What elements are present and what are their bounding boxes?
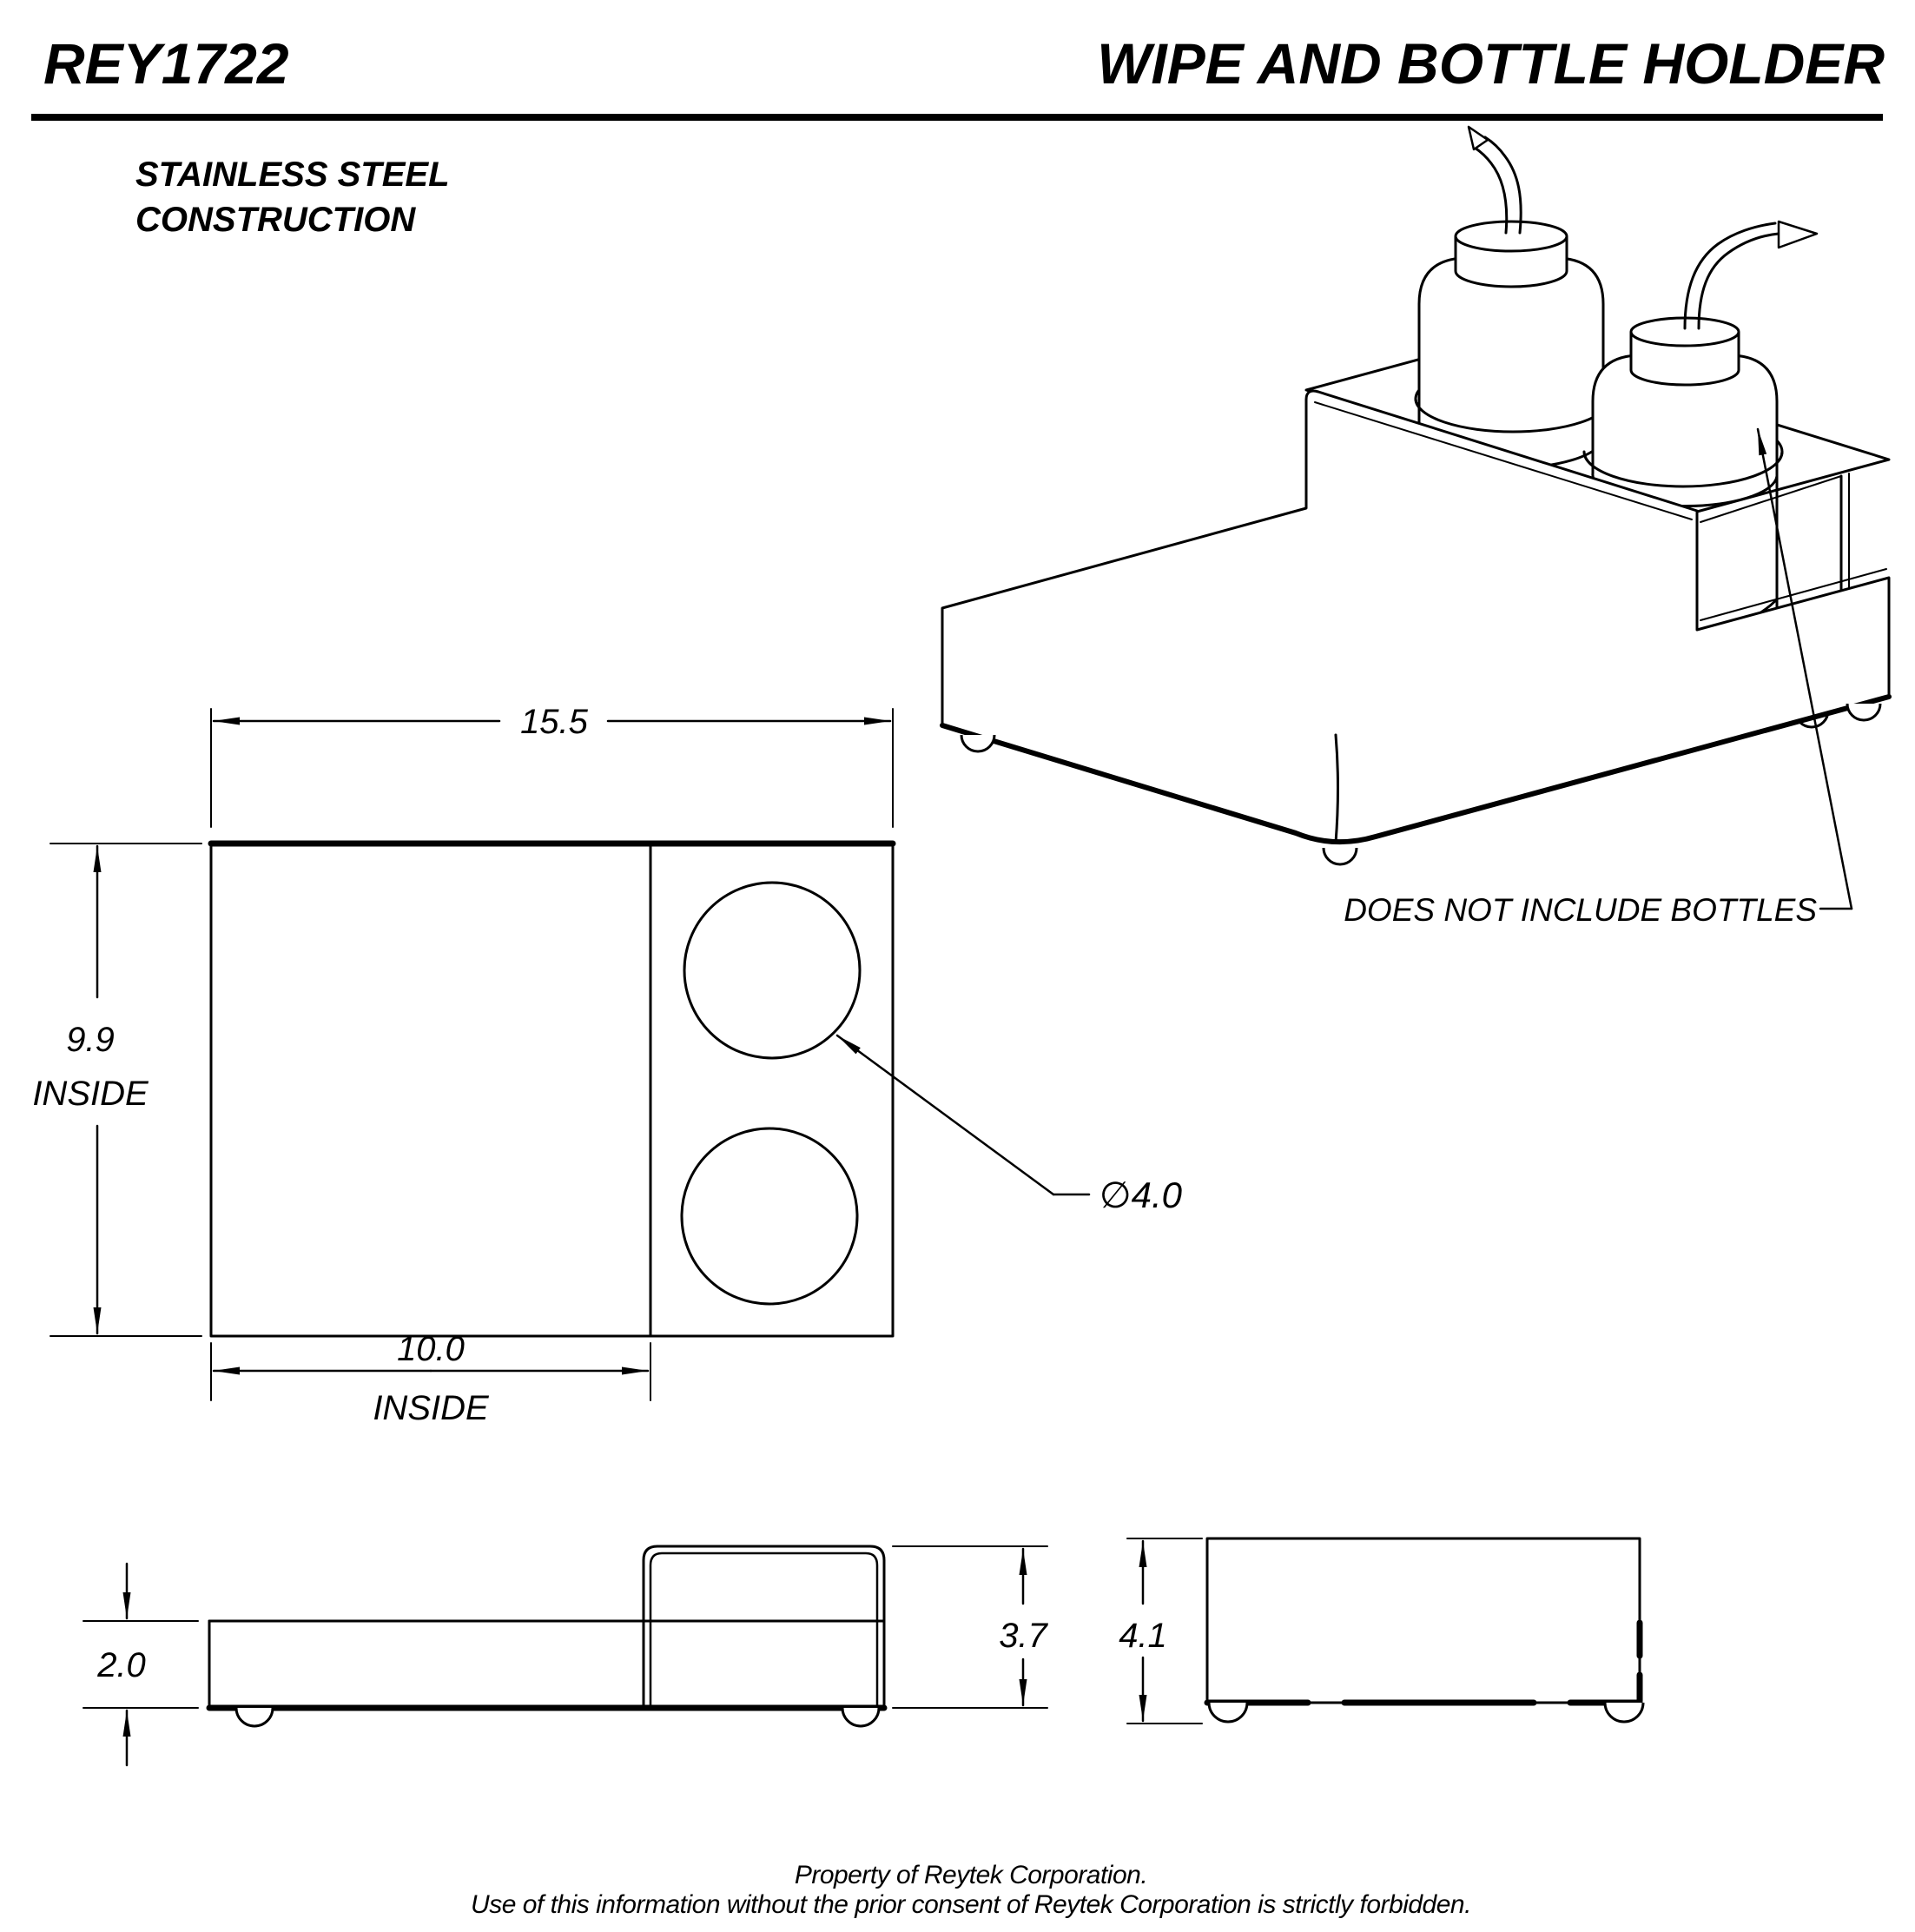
ball-foot-front (1322, 847, 1358, 866)
holder-top-hem-line (1314, 401, 1693, 520)
isometric-view: DOES NOT INCLUDE BOTTLES (940, 125, 1892, 928)
dim-text-overall-width: 15.5 (520, 703, 589, 741)
end-view-outline (1205, 1537, 1641, 1704)
dim-label-inside-depth: INSIDE (32, 1075, 149, 1113)
material-note-line2: CONSTRUCTION (135, 201, 416, 239)
top-view-outline (209, 842, 895, 1338)
dim-text-inside-width: 10.0 (397, 1330, 465, 1368)
footer: Property of Reytek Corporation. Use of t… (471, 1861, 1471, 1919)
dim-text-overall-height: 4.1 (1119, 1617, 1167, 1655)
top-view: 15.5 9.9 INSIDE 10.0 INSIDE ∅4.0 (32, 703, 1182, 1427)
dim-overall-height: 4.1 (1119, 1538, 1203, 1724)
dim-tray-height: 2.0 (83, 1562, 199, 1767)
bottle-left-cap-top (1454, 220, 1568, 253)
holder-outline-inner (649, 1552, 879, 1710)
tray-wall-inner-top-edge (1700, 568, 1887, 621)
dim-text-hole-diameter: ∅4.0 (1099, 1174, 1183, 1215)
holder-outline-outer (642, 1545, 886, 1710)
tray-corner-round-edge (1334, 733, 1339, 844)
material-note: STAINLESS STEEL CONSTRUCTION (135, 155, 450, 239)
bottle-hole-top-1 (683, 881, 862, 1060)
bottle-hole-right-front-rim (1582, 450, 1784, 488)
foot-front-left (234, 1707, 274, 1728)
material-note-line1: STAINLESS STEEL (135, 155, 450, 194)
dim-text-tray-height: 2.0 (96, 1646, 146, 1684)
bottle-right-spout-outer (1697, 232, 1780, 330)
bottles-leader-line (1756, 427, 1853, 910)
front-view: 2.0 3.7 (83, 1545, 1049, 1767)
footer-line1: Property of Reytek Corporation. (795, 1861, 1147, 1889)
dim-overall-width: 15.5 (210, 703, 894, 828)
dim-inside-depth: 9.9 INSIDE (32, 843, 202, 1337)
tray-bottom-edge (940, 694, 1892, 845)
ball-foot-right (1846, 703, 1882, 722)
header-rule (31, 114, 1883, 121)
dim-label-inside-width: INSIDE (373, 1389, 490, 1427)
foot-end-left (1207, 1702, 1249, 1724)
dim-hole-diameter: ∅4.0 (835, 1034, 1183, 1215)
bottle-hole-top-2 (680, 1127, 859, 1306)
part-number: REY1722 (43, 31, 289, 96)
foot-end-right (1603, 1702, 1645, 1724)
dim-text-inside-depth: 9.9 (66, 1021, 115, 1059)
dim-text-holder-height: 3.7 (999, 1617, 1048, 1655)
wash-bottle-right (1582, 220, 1819, 508)
header: REY1722 WIPE AND BOTTLE HOLDER (31, 31, 1885, 121)
bottles-note: DOES NOT INCLUDE BOTTLES (1344, 892, 1817, 928)
bottle-right-spout-tip (1777, 220, 1819, 249)
dim-inside-width: 10.0 INSIDE (210, 1330, 651, 1427)
bottle-left-spout-inner (1473, 146, 1509, 235)
bottle-left-spout-outer (1483, 136, 1522, 235)
foot-front-right (841, 1707, 881, 1728)
leader-line (835, 1034, 1055, 1196)
wash-bottle-left (1414, 125, 1612, 470)
end-view: 4.1 (1119, 1537, 1645, 1724)
bottle-right-spout-inner (1683, 222, 1777, 330)
dim-holder-height: 3.7 (892, 1545, 1049, 1709)
footer-line2: Use of this information without the prio… (471, 1890, 1471, 1919)
bottle-left-spout-tip (1467, 125, 1489, 151)
ball-foot-left (960, 734, 996, 753)
sheet-title: WIPE AND BOTTLE HOLDER (1097, 31, 1885, 96)
